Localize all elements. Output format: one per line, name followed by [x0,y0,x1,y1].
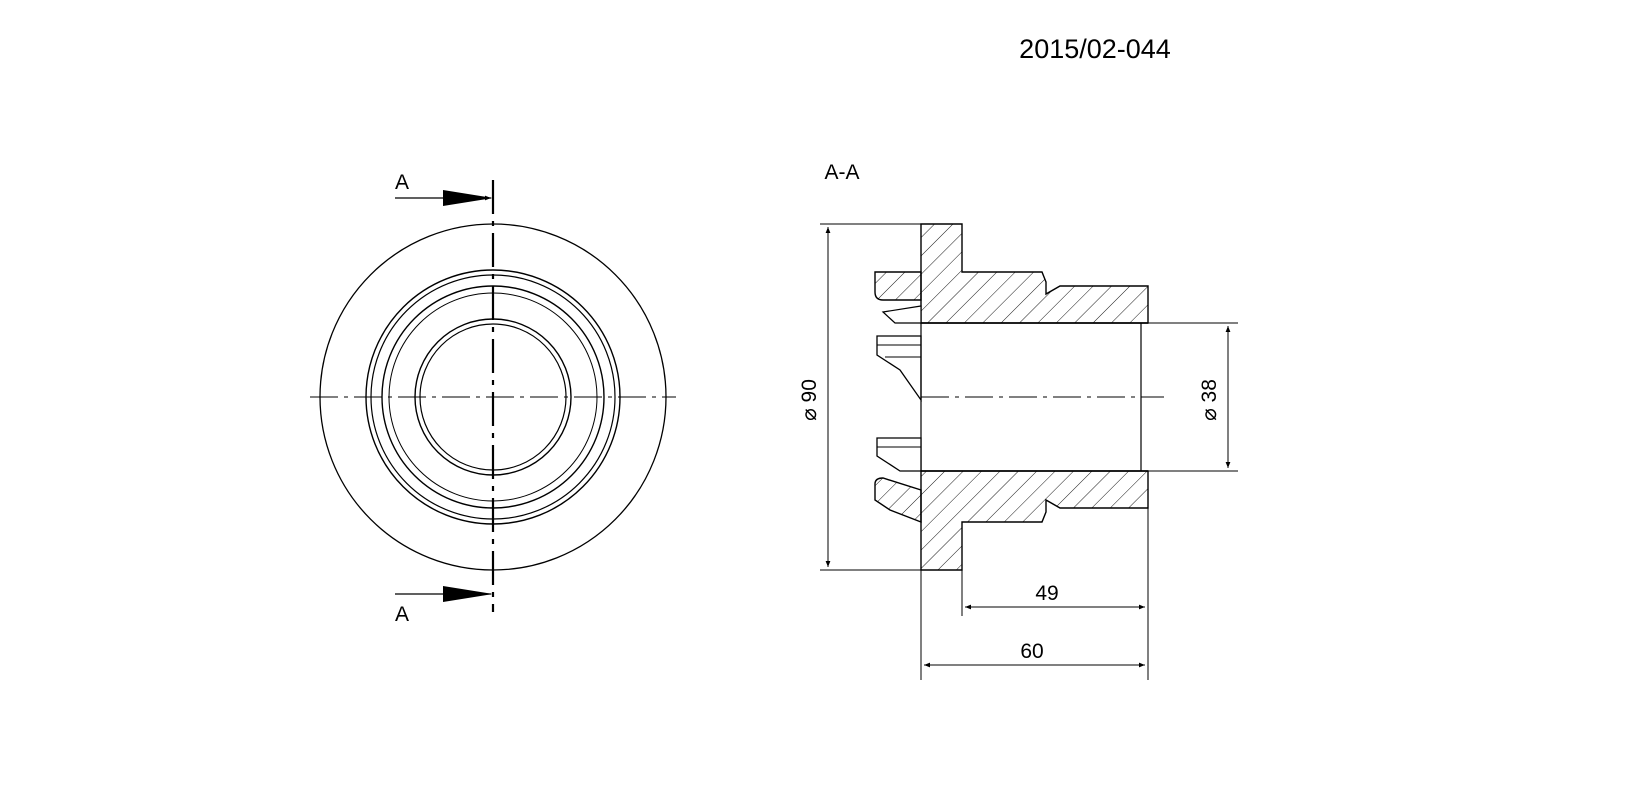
lower-lip-section [874,477,922,524]
section-title: A-A [824,161,859,184]
section-marker-bottom: A [395,603,409,626]
section-arrow-bottom-head [443,586,493,602]
upper-lip-section [874,271,922,301]
middle-finger-upper [876,335,922,403]
lower-wall-section [920,470,1149,571]
front-view: A A [310,171,676,626]
dim-outer-diameter: ⌀ 90 [798,379,821,421]
drawing-number: 2015/02-044 [1019,34,1171,64]
section-marker-top: A [395,171,409,194]
dim-inner-diameter: ⌀ 38 [1198,379,1221,421]
section-view: A-A ⌀ 90 ⌀ 38 [798,161,1238,680]
dim-length-49: 49 [1035,582,1058,605]
upper-wall-section [920,223,1149,324]
lower-finger [876,437,922,472]
dim-length-60: 60 [1020,640,1043,663]
upper-finger [881,305,922,324]
section-arrow-top-head [443,190,493,206]
